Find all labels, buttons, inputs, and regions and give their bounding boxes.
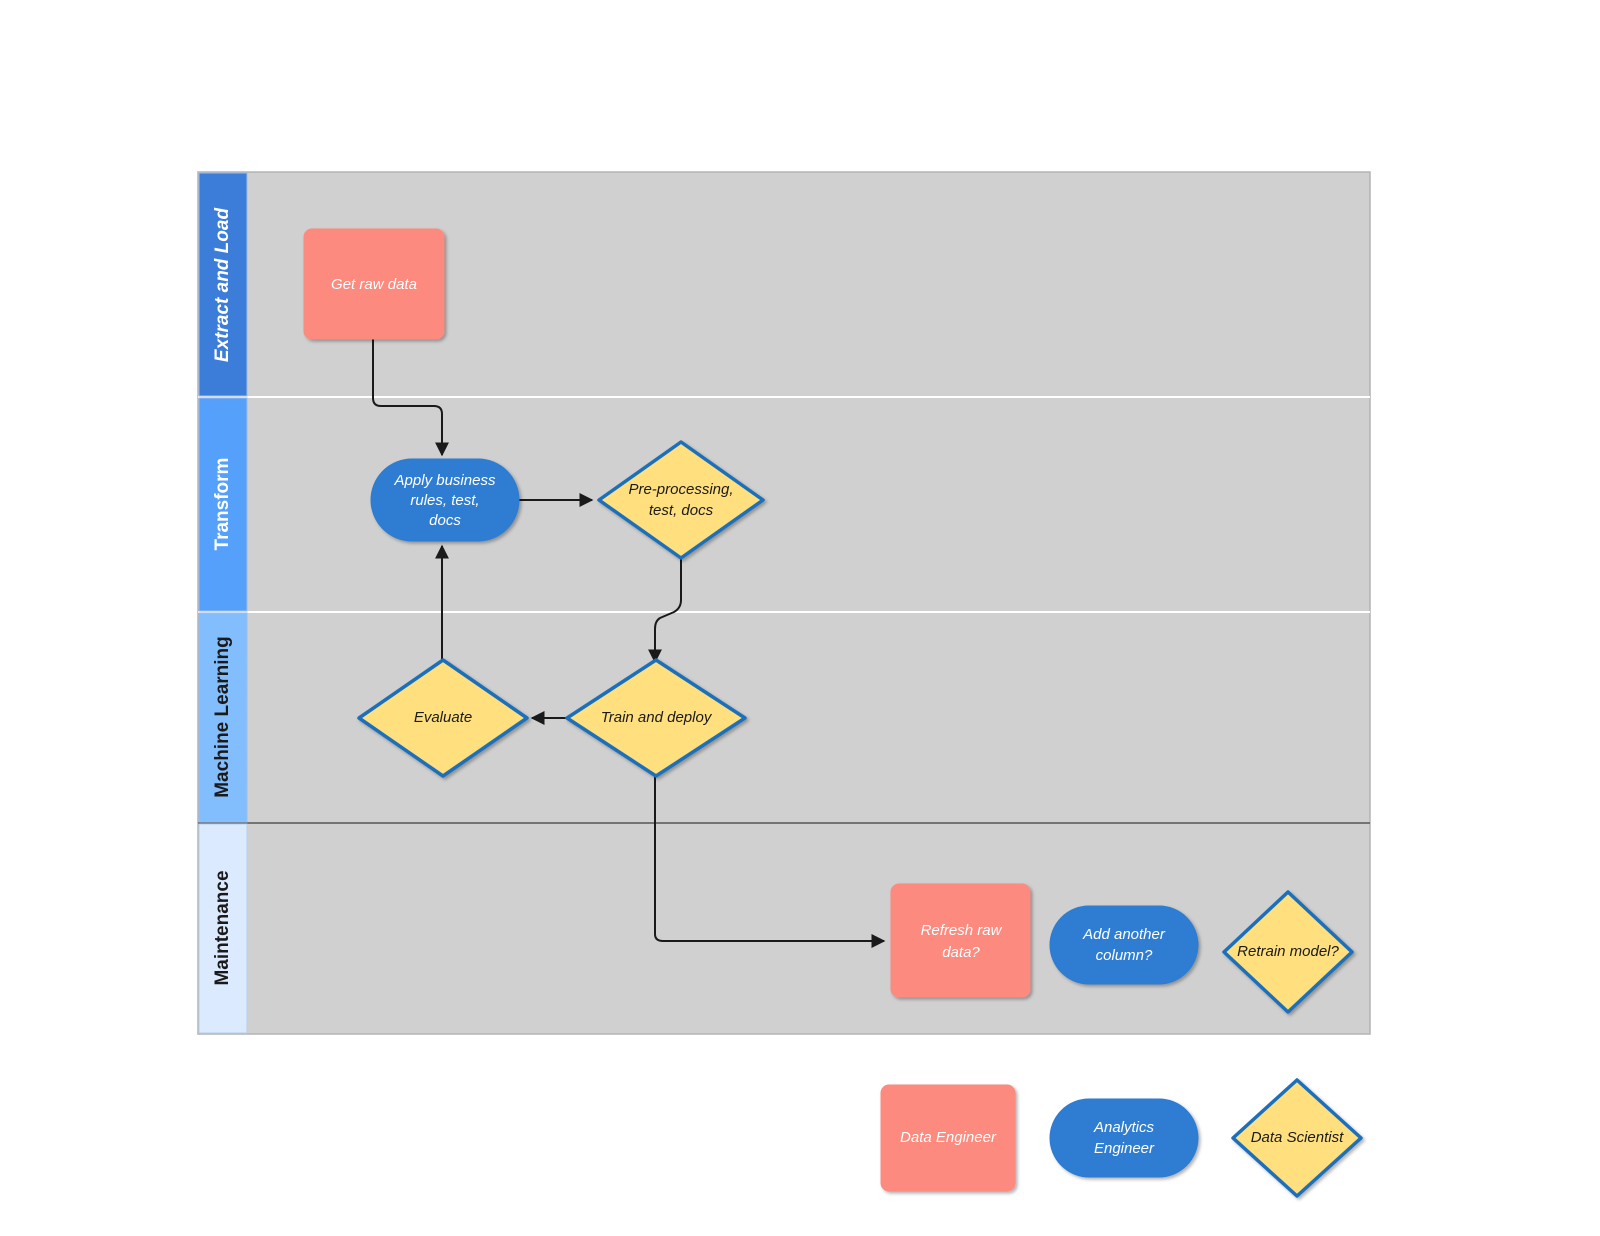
node-label-refresh-raw-data-2: data?: [942, 944, 980, 961]
node-label-pre-processing-2: test, docs: [649, 502, 714, 519]
node-retrain-model[interactable]: [1222, 890, 1354, 1014]
node-apply-business-rules[interactable]: [370, 458, 520, 542]
lane-rows: [198, 396, 1370, 824]
node-label-pre-processing-1: Pre-processing,: [628, 481, 733, 498]
lane-header-transform[interactable]: Transform: [198, 397, 248, 612]
node-add-another-column[interactable]: [1049, 905, 1199, 985]
legend-item-analytics-engineer[interactable]: [1049, 1098, 1199, 1178]
connectors: [372, 338, 886, 948]
lane-label-maintenance: Maintenance: [212, 870, 233, 985]
edge-pre-processing-to-train-and-deploy: [648, 552, 682, 664]
node-get-raw-data[interactable]: [303, 228, 445, 340]
node-label-retrain-model: Retrain model?: [1237, 943, 1339, 960]
node-label-apply-business-rules-3: docs: [429, 512, 461, 529]
lane-label-transform: Transform: [212, 458, 233, 551]
legend-label-data-scientist: Data Scientist: [1251, 1129, 1344, 1146]
node-label-add-another-column-2: column?: [1096, 947, 1153, 964]
node-label-evaluate: Evaluate: [414, 709, 472, 726]
node-label-add-another-column-1: Add another: [1082, 926, 1166, 943]
node-label-train-and-deploy: Train and deploy: [601, 709, 713, 726]
edge-train-and-deploy-to-refresh-raw-data: [654, 775, 886, 948]
node-label-get-raw-data: Get raw data: [331, 276, 417, 293]
node-label-apply-business-rules-2: rules, test,: [410, 492, 479, 509]
node-evaluate[interactable]: [357, 658, 529, 778]
legend-label-analytics-engineer-2: Engineer: [1094, 1140, 1155, 1157]
legend-item-data-scientist[interactable]: [1231, 1078, 1363, 1198]
node-pre-processing[interactable]: [597, 440, 765, 560]
node-refresh-raw-data[interactable]: [890, 883, 1031, 998]
edge-get-raw-data-to-apply-business-rules: [372, 338, 449, 457]
legend-label-analytics-engineer-1: Analytics: [1093, 1119, 1155, 1136]
lane-label-machine-learning: Machine Learning: [212, 636, 233, 798]
lane-label-extract-and-load: Extract and Load: [212, 208, 233, 363]
legend-label-data-engineer: Data Engineer: [900, 1129, 997, 1146]
lane-header-maintenance[interactable]: Maintenance: [198, 823, 248, 1034]
lane-header-extract-and-load[interactable]: Extract and Load: [198, 172, 248, 397]
legend: Data Engineer Analytics Engineer Data Sc…: [880, 1078, 1363, 1198]
node-label-refresh-raw-data-1: Refresh raw: [921, 922, 1003, 939]
node-train-and-deploy[interactable]: [565, 658, 747, 778]
legend-item-data-engineer[interactable]: [880, 1084, 1016, 1192]
lane-header-machine-learning[interactable]: Machine Learning: [198, 612, 248, 823]
node-label-apply-business-rules-1: Apply business: [394, 472, 496, 489]
